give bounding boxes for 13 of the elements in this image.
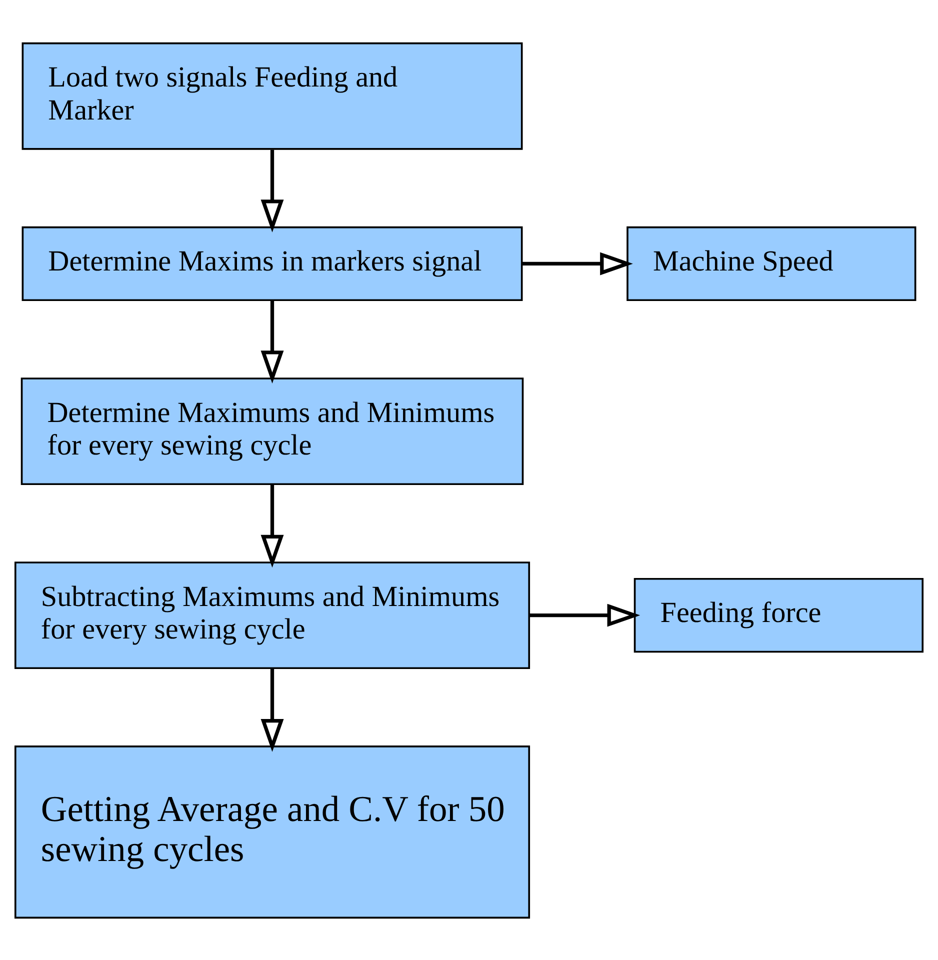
node-box: Determine Maximums and Minimums for every sewing cycle xyxy=(20,377,524,485)
arrow xyxy=(260,484,284,568)
arrow xyxy=(260,149,284,232)
arrow xyxy=(529,603,640,626)
node-box: Machine Speed xyxy=(626,226,916,301)
node-box: Feeding force xyxy=(634,577,924,652)
arrow xyxy=(260,668,284,752)
arrow xyxy=(260,300,284,383)
node-box: Load two signals Feeding and Marker xyxy=(22,42,523,150)
arrow xyxy=(522,252,633,275)
node-box: Determine Maxims in markers signal xyxy=(22,226,523,301)
node-box: Getting Average and C.V for 50 sewing cycles xyxy=(14,745,530,918)
node-box: Subtracting Maximums and Minimums for every sewing cycle xyxy=(14,561,530,669)
